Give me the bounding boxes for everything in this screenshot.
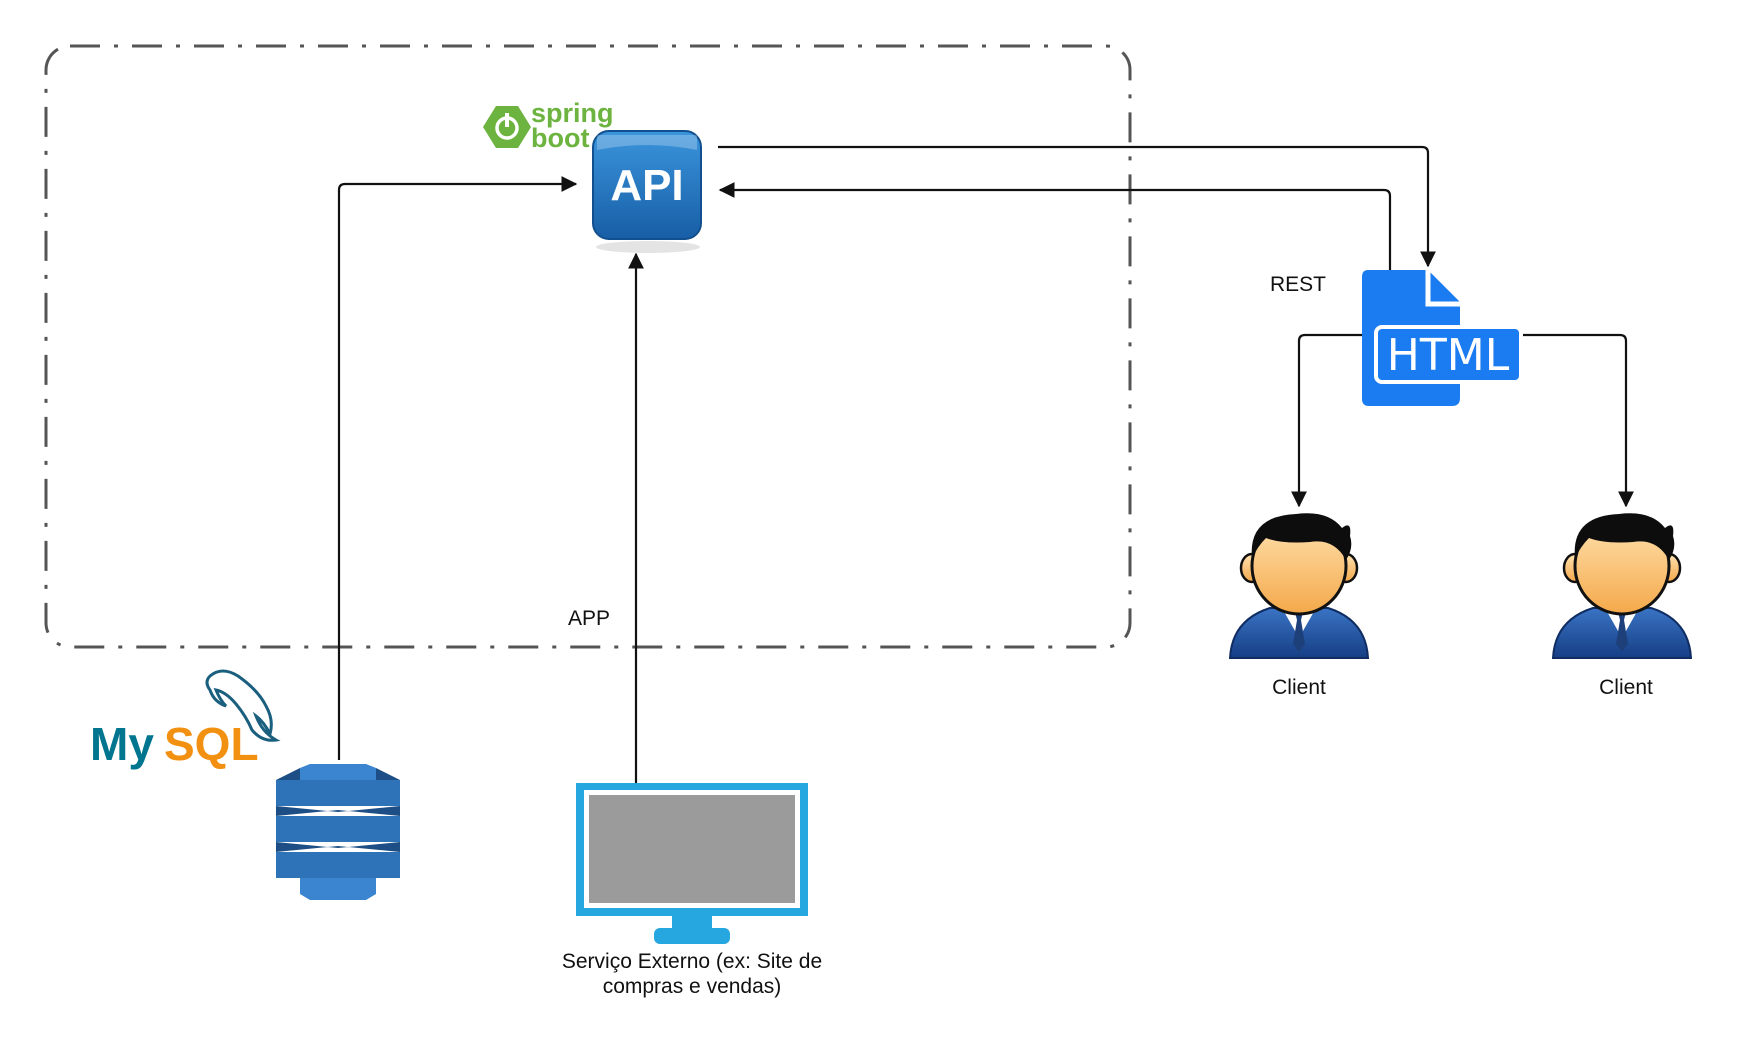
database-node[interactable] <box>276 764 400 900</box>
html-label: HTML <box>1387 330 1510 381</box>
system-boundary <box>44 44 1132 649</box>
client-label-2: Client <box>1599 676 1653 699</box>
spring-word: spring <box>531 98 614 128</box>
mysql-logo: My SQL <box>90 669 281 770</box>
database-icon <box>276 764 400 900</box>
api-label: API <box>610 161 683 210</box>
api-icon <box>592 130 702 240</box>
edge-html-to-client-2 <box>1522 333 1634 508</box>
edge-mysql-to-api <box>337 176 578 760</box>
client-person-icon <box>1551 511 1693 660</box>
external-service-node[interactable]: Serviço Externo (ex: Site de compras e v… <box>562 783 822 998</box>
mysql-my: My <box>90 718 154 770</box>
app-label: APP <box>568 607 610 630</box>
edge-api-to-html <box>718 145 1436 268</box>
mysql-sql: SQL <box>164 718 259 770</box>
external-service-label-line2: compras e vendas) <box>603 975 782 998</box>
monitor-icon <box>576 783 808 944</box>
client-person-icon <box>1228 511 1370 660</box>
external-service-label-line1: Serviço Externo (ex: Site de <box>562 950 822 973</box>
edge-html-to-client-1 <box>1291 333 1372 508</box>
api-node[interactable]: API <box>592 130 702 253</box>
edge-html-to-api <box>718 182 1392 272</box>
client-label-1: Client <box>1272 676 1326 699</box>
client-node-2[interactable]: Client <box>1551 511 1693 699</box>
dolphin-icon <box>205 669 281 742</box>
html-file-node[interactable]: HTML <box>1362 270 1523 406</box>
rest-label: REST <box>1270 273 1326 296</box>
boot-word: boot <box>531 123 589 153</box>
spring-boot-logo: spring boot <box>483 98 614 153</box>
client-node-1[interactable]: Client <box>1228 511 1370 699</box>
